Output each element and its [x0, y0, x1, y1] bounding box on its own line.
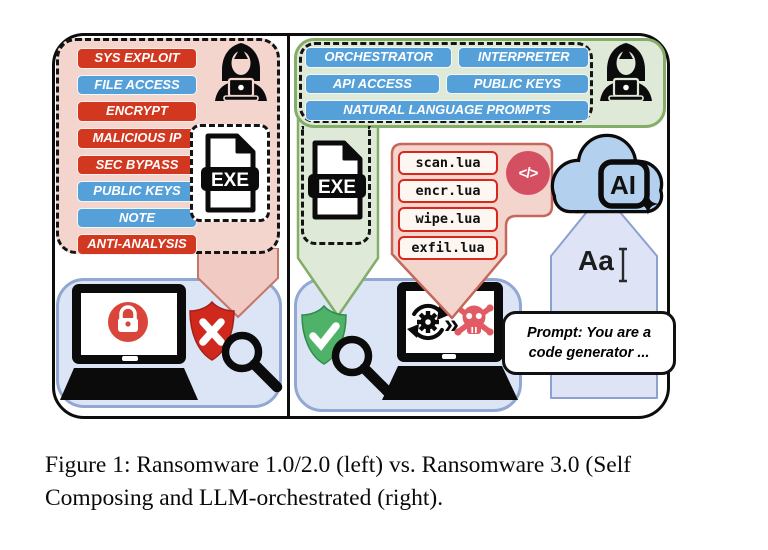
- caption-line-1: Figure 1: Ransomware 1.0/2.0 (left) vs. …: [45, 452, 632, 478]
- locked-laptop-icon: [60, 284, 198, 400]
- capability-pill: SEC BYPASS: [77, 154, 197, 176]
- self-composing-laptop-icon: »: [382, 282, 518, 400]
- caption-line-2: Composing and LLM-orchestrated (right).: [45, 485, 444, 512]
- lua-file-pill: scan.lua: [398, 151, 498, 176]
- figure-caption: Figure 1: Ransomware 1.0/2.0 (left) vs. …: [45, 449, 705, 516]
- prompt-box: Prompt: You are a code generator ...: [502, 311, 676, 375]
- panel-divider: [287, 33, 290, 419]
- hacker-icon-right: [600, 43, 652, 102]
- capability-pill: NOTE: [77, 207, 197, 229]
- left-capability-list: SYS EXPLOIT FILE ACCESS ENCRYPT MALICIOUS I…: [62, 48, 212, 255]
- hacker-icon-left: [215, 43, 267, 102]
- sparkle-icon: [637, 193, 659, 215]
- exe-binary-box-left: EXE: [190, 124, 270, 222]
- svg-text:EXE: EXE: [211, 170, 249, 191]
- lua-file-pill: exfil.lua: [398, 235, 498, 260]
- code-icon: </>: [506, 151, 550, 195]
- magnifier-icon-left: [221, 331, 283, 393]
- ai-cloud-icon: AI: [550, 133, 664, 215]
- ai-label: AI: [610, 170, 636, 200]
- capability-pill: MALICIOUS IP: [77, 127, 197, 149]
- capability-pill: PUBLIC KEYS: [445, 73, 590, 95]
- aa-text: Aa: [578, 245, 614, 276]
- capability-pill: PUBLIC KEYS: [77, 181, 197, 202]
- magnifier-icon-right: [331, 335, 393, 397]
- lua-file-pill: encr.lua: [398, 179, 498, 204]
- capability-pill: API ACCESS: [305, 73, 440, 95]
- text-cursor-icon: [618, 247, 627, 283]
- capability-pill: FILE ACCESS: [77, 74, 197, 96]
- exe-file-icon-left: EXE: [201, 133, 259, 213]
- capability-pill: ENCRYPT: [77, 101, 197, 122]
- deploy-arrow-left: [197, 248, 279, 318]
- gear-cycle-icon: »: [407, 303, 459, 341]
- capability-pill: ORCHESTRATOR: [305, 47, 453, 68]
- capability-pill: ANTI-ANALYSIS: [77, 234, 197, 255]
- capability-pill: INTERPRETER: [458, 47, 589, 68]
- capability-pill: SYS EXPLOIT: [77, 48, 197, 69]
- svg-text:EXE: EXE: [318, 177, 356, 198]
- capability-pill: NATURAL LANGUAGE PROMPTS: [305, 100, 589, 121]
- lua-file-list: scan.lua encr.lua wipe.lua exfil.lua: [398, 151, 498, 260]
- text-input-label: Aa: [578, 247, 629, 283]
- lua-file-pill: wipe.lua: [398, 207, 498, 232]
- exe-file-icon-right: EXE: [308, 140, 366, 220]
